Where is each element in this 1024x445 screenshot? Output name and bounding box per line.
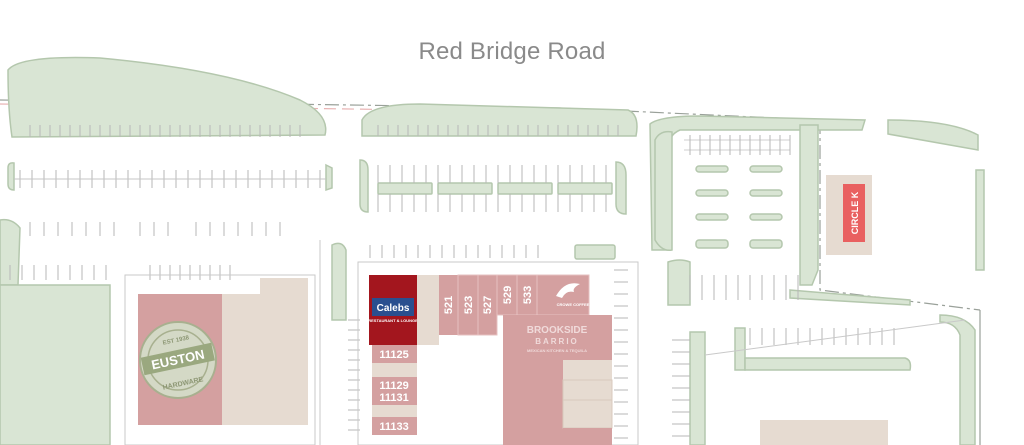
landscape-areas	[0, 56, 985, 445]
euston-badge: EST 1938	[162, 335, 190, 347]
brookside-unit[interactable]	[503, 315, 612, 360]
retail-building: Calebs RESTAURANT & LOUNGE 521 523 527 5…	[368, 274, 613, 445]
crowe-name: CROWE COFFEE	[557, 302, 590, 307]
brookside-name: BROOKSIDE	[527, 325, 588, 336]
unit-11125[interactable]	[372, 345, 417, 363]
unit-11133[interactable]	[372, 417, 417, 435]
brookside-subtitle: BARRIO	[535, 337, 579, 346]
circle-k-name: CIRCLE K	[850, 191, 860, 234]
calebs-name: Calebs	[377, 303, 410, 314]
road-name: Red Bridge Road	[418, 38, 606, 65]
unit-11129-11131[interactable]	[372, 377, 417, 405]
unit-521[interactable]	[439, 275, 458, 335]
building-outlines	[124, 240, 966, 445]
unit-11131-label: 11131	[379, 392, 408, 404]
unit-529-label: 529	[502, 286, 514, 304]
southeast-building	[760, 420, 888, 445]
calebs-subtitle: RESTAURANT & LOUNGE	[368, 318, 418, 323]
unit-523-label: 523	[463, 296, 475, 314]
brookside-tag: MEXICAN KITCHEN & TEQUILA	[527, 348, 587, 353]
crow-icon	[556, 283, 580, 298]
unit-533-label: 533	[522, 286, 534, 304]
unit-521-label: 521	[443, 296, 455, 314]
circle-k-building: CIRCLE K	[826, 175, 872, 255]
circle-k-sign[interactable]	[843, 184, 865, 242]
euston-building: EUSTON HARDWARE EST 1938	[138, 278, 308, 425]
unit-11125-label: 11125	[379, 349, 408, 361]
unit-11133-label: 11133	[379, 421, 408, 433]
south-unit-a[interactable]	[503, 360, 563, 445]
unit-11129-label: 11129	[379, 380, 408, 392]
parking-stripes	[9, 125, 895, 439]
unit-527-label: 527	[482, 296, 494, 314]
euston-logo: EUSTON HARDWARE EST 1938	[139, 321, 217, 399]
